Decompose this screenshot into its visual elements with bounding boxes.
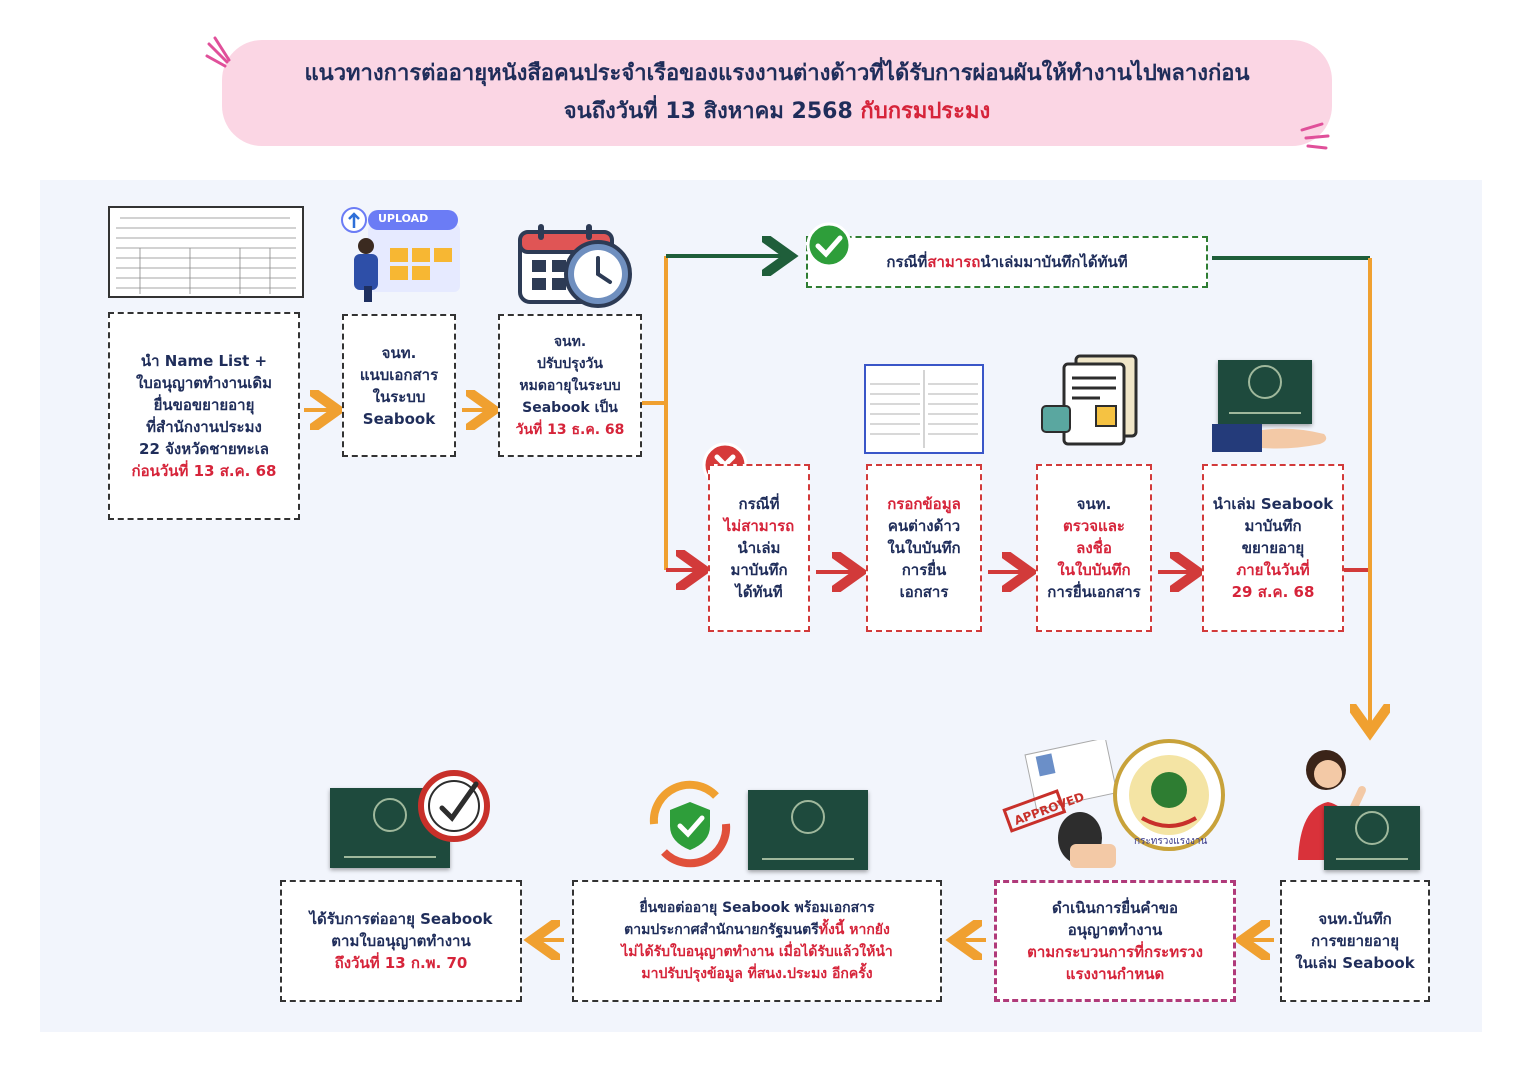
fill-form-line5: เอกสาร (899, 583, 949, 601)
submit-line1: ยื่นขอต่ออายุ Seabook พร้อมเอกสาร (639, 900, 875, 916)
bring-book-line5: 29 ส.ค. 68 (1231, 583, 1315, 601)
case-no-line1: กรณีที่ (738, 495, 780, 513)
submit-line2b: ทั้งนี้ หากยัง (818, 922, 890, 938)
case-yes-red: สามารถ (927, 253, 981, 271)
document-lines (116, 217, 296, 294)
step3-line2: ปรับปรุงวัน (537, 355, 603, 372)
book-seal (1355, 810, 1389, 845)
check-sign-line5: การยื่นเอกสาร (1047, 583, 1141, 601)
ministry-seal-icon: กระทรวงแรงงาน (1113, 739, 1225, 851)
step1-line3: ยื่นขอขยายอายุ (153, 396, 255, 414)
step-submit-namelist: นำ Name List + ใบอนุญาตทำงานเดิม ยื่นขอข… (108, 312, 300, 520)
step2-line1: จนท. (381, 343, 417, 362)
calendar-clock-icon (518, 224, 632, 308)
case-yes-pre: กรณีที่ (886, 253, 928, 271)
check-sign-line1: จนท. (1076, 495, 1112, 513)
step-work-permit: ดำเนินการยื่นคำขอ อนุญาตทำงาน ตามกระบวนก… (994, 880, 1236, 1002)
title-banner: แนวทางการต่ออายุหนังสือคนประจำเรือของแรง… (222, 40, 1332, 146)
step2-line2: แนบเอกสาร (359, 365, 439, 384)
step1-line5: 22 จังหวัดชายทะเล (139, 440, 269, 458)
book-seal (1248, 364, 1282, 399)
step-record-extension: จนท.บันทึก การขยายอายุ ในเล่ม Seabook (1280, 880, 1430, 1002)
title-line-1: แนวทางการต่ออายุหนังสือคนประจำเรือของแรง… (304, 61, 1250, 86)
record-line1: จนท.บันทึก (1318, 910, 1392, 928)
step3-date: วันที่ 13 ธ.ค. 68 (515, 421, 625, 438)
step3-line4: Seabook เป็น (522, 399, 618, 416)
bring-book-line2: มาบันทึก (1244, 517, 1302, 535)
case-yes-post: นำเล่มมาบันทึกได้ทันที (980, 253, 1128, 271)
step-result: ได้รับการต่ออายุ Seabook ตามใบอนุญาตทำงา… (280, 880, 522, 1002)
step-fill-form: กรอกข้อมูล คนต่างด้าว ในใบบันทึก การยื่น… (866, 464, 982, 632)
seabook-icon (1324, 806, 1420, 870)
case-cannot-bring-book: กรณีที่ ไม่สามารถ นำเล่ม มาบันทึก ได้ทัน… (708, 464, 810, 632)
step2-line3: ในระบบ (372, 387, 426, 406)
bring-book-line4: ภายในวันที่ (1236, 561, 1310, 579)
step3-line3: หมดอายุในระบบ (519, 377, 621, 394)
case-no-line3: นำเล่ม (737, 539, 781, 557)
result-line1: ได้รับการต่ออายุ Seabook (309, 910, 493, 928)
form-icon (864, 364, 984, 454)
submit-line2a: ตามประกาศสำนักนายกรัฐมนตรี (624, 922, 819, 938)
title-date: จนถึงวันที่ 13 สิงหาคม 2568 (563, 99, 861, 124)
case-no-line4: มาบันทึก (730, 561, 788, 579)
seabook-hand-icon (1218, 360, 1312, 424)
clock-check-icon (418, 770, 490, 842)
book-strip (344, 856, 436, 858)
document-stack-icon (1041, 354, 1138, 446)
fill-form-line4: การยื่น (901, 561, 947, 579)
work-permit-line1: ดำเนินการยื่นคำขอ (1051, 899, 1179, 917)
step1-line1: นำ Name List + (140, 352, 268, 370)
submit-line4: มาปรับปรุงข้อมูล ที่สนง.ประมง อีกครั้ง (641, 966, 873, 982)
upload-label: UPLOAD (378, 212, 429, 225)
step1-deadline: ก่อนวันที่ 13 ส.ค. 68 (131, 462, 277, 480)
step3-line1: จนท. (553, 333, 587, 350)
record-line2: การขยายอายุ (1310, 932, 1400, 950)
fill-form-line3: ในใบบันทึก (887, 539, 961, 557)
step-check-sign: จนท. ตรวจและ ลงชื่อ ในใบบันทึก การยื่นเอ… (1036, 464, 1152, 632)
work-permit-line4: แรงงานกำหนด (1065, 965, 1165, 983)
title-line-2: จนถึงวันที่ 13 สิงหาคม 2568 กับกรมประมง (564, 93, 990, 131)
case-can-bring-book: กรณีที่สามารถนำเล่มมาบันทึกได้ทันที (806, 236, 1208, 288)
step-update-expiry: จนท. ปรับปรุงวัน หมดอายุในระบบ Seabook เ… (498, 314, 642, 457)
book-strip (762, 858, 854, 860)
approved-stamp-icon: APPROVED (1002, 740, 1118, 868)
hand-icon (1212, 424, 1327, 452)
submit-line2: ตามประกาศสำนักนายกรัฐมนตรีทั้งนี้ หากยัง (624, 919, 890, 941)
result-line3: ถึงวันที่ 13 ก.พ. 70 (334, 954, 468, 972)
sparkle-icon (1300, 122, 1330, 150)
seabook-icon (748, 790, 868, 870)
check-sign-line2: ตรวจและ (1063, 517, 1125, 535)
bring-book-line1: นำเล่ม Seabook (1212, 495, 1334, 513)
step-attach-docs: จนท. แนบเอกสาร ในระบบ Seabook (342, 314, 456, 457)
check-circle-icon (806, 222, 852, 268)
case-no-line5: ได้ทันที (735, 583, 783, 601)
book-strip (1335, 858, 1409, 860)
step1-line4: ที่สำนักงานประมง (146, 418, 262, 436)
step-bring-book: นำเล่ม Seabook มาบันทึก ขยายอายุ ภายในวั… (1202, 464, 1344, 632)
bring-book-line3: ขยายอายุ (1241, 539, 1305, 557)
case-no-line2: ไม่สามารถ (723, 517, 795, 535)
book-strip (1229, 412, 1301, 414)
upload-icon (341, 207, 460, 302)
step2-line4: Seabook (362, 409, 436, 428)
document-icon (108, 206, 304, 298)
seal-text: กระทรวงแรงงาน (1134, 836, 1207, 847)
work-permit-line3: ตามกระบวนการที่กระทรวง (1027, 943, 1203, 961)
fill-form-line1: กรอกข้อมูล (887, 495, 961, 513)
check-sign-line4: ในใบบันทึก (1057, 561, 1131, 579)
check-sign-line3: ลงชื่อ (1076, 539, 1112, 557)
fill-form-line2: คนต่างด้าว (887, 517, 961, 535)
book-seal (791, 800, 825, 835)
step1-line2: ใบอนุญาตทำงานเดิม (135, 374, 273, 392)
record-line3: ในเล่ม Seabook (1295, 954, 1415, 972)
result-line2: ตามใบอนุญาตทำงาน (331, 932, 471, 950)
step-submit-extension: ยื่นขอต่ออายุ Seabook พร้อมเอกสาร ตามประ… (572, 880, 942, 1002)
shield-refresh-icon (649, 780, 731, 868)
work-permit-line2: อนุญาตทำงาน (1067, 921, 1163, 939)
sparkle-icon (205, 36, 231, 68)
book-seal (373, 798, 407, 833)
submit-line3: ไม่ได้รับใบอนุญาตทำงาน เมื่อได้รับแล้วให… (621, 944, 893, 960)
title-dept: กับกรมประมง (860, 99, 991, 124)
